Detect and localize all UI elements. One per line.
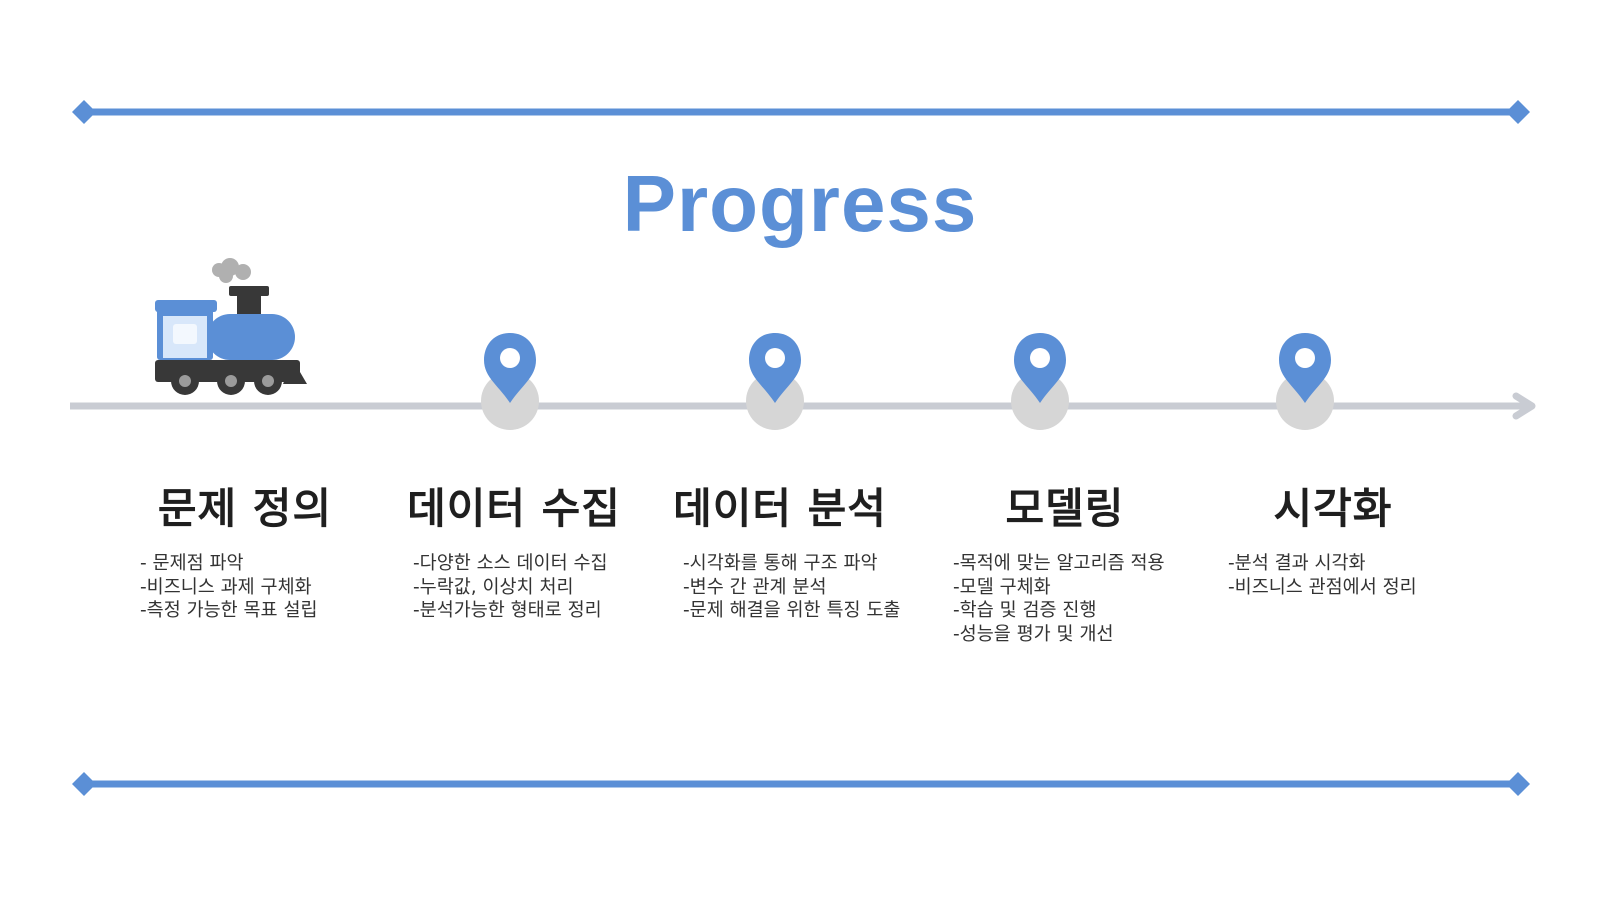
slide-title: Progress (622, 159, 978, 248)
stage-note: -성능을 평가 및 개선 (953, 623, 1114, 645)
location-pin-icon (746, 333, 804, 430)
arrow-right-icon (1512, 392, 1536, 420)
stage-title-problem-definition: 문제 정의 (157, 484, 333, 533)
stage-note: -누락값, 이상치 처리 (413, 576, 574, 598)
stage-note: -학습 및 검증 진행 (953, 600, 1097, 621)
stage-note: -모델 구체화 (953, 576, 1051, 598)
stage-notes-data-analysis: -시각화를 통해 구조 파악 -변수 간 관계 분석 -문제 해결을 위한 특징… (683, 552, 900, 623)
location-pin-icon (1011, 333, 1069, 430)
stage-note: -측정 가능한 목표 설립 (140, 600, 318, 621)
top-divider-line (72, 100, 1530, 124)
stage-note: -다양한 소스 데이터 수집 (413, 553, 608, 574)
stage-note: -비즈니스 관점에서 정리 (1228, 576, 1417, 598)
stage-title-visualization: 시각화 (1273, 484, 1393, 533)
stage-notes-modeling: -목적에 맞는 알고리즘 적용 -모델 구체화 -학습 및 검증 진행 -성능을… (953, 552, 1165, 646)
stage-notes-visualization: -분석 결과 시각화 -비즈니스 관점에서 정리 (1228, 552, 1417, 599)
stage-note: - 문제점 파악 (140, 553, 244, 574)
train-icon (155, 258, 307, 395)
stage-title-data-collection: 데이터 수집 (407, 484, 621, 533)
stage-notes-problem-definition: - 문제점 파악 -비즈니스 과제 구체화 -측정 가능한 목표 설립 (140, 552, 318, 623)
stage-note: -목적에 맞는 알고리즘 적용 (953, 553, 1165, 574)
stage-title-data-analysis: 데이터 분석 (673, 484, 887, 533)
location-pin-icon (1276, 333, 1334, 430)
bottom-divider-line (72, 772, 1530, 796)
stage-note: -분석가능한 형태로 정리 (413, 600, 602, 621)
location-pin-icon (481, 333, 539, 430)
stage-note: -비즈니스 과제 구체화 (140, 576, 312, 598)
stage-notes-data-collection: -다양한 소스 데이터 수집 -누락값, 이상치 처리 -분석가능한 형태로 정… (413, 552, 608, 623)
stage-note: -분석 결과 시각화 (1228, 553, 1366, 574)
stage-note: -변수 간 관계 분석 (683, 576, 827, 598)
stage-title-modeling: 모델링 (1005, 484, 1125, 533)
stage-note: -시각화를 통해 구조 파악 (683, 553, 878, 574)
stage-note: -문제 해결을 위한 특징 도출 (683, 600, 901, 621)
